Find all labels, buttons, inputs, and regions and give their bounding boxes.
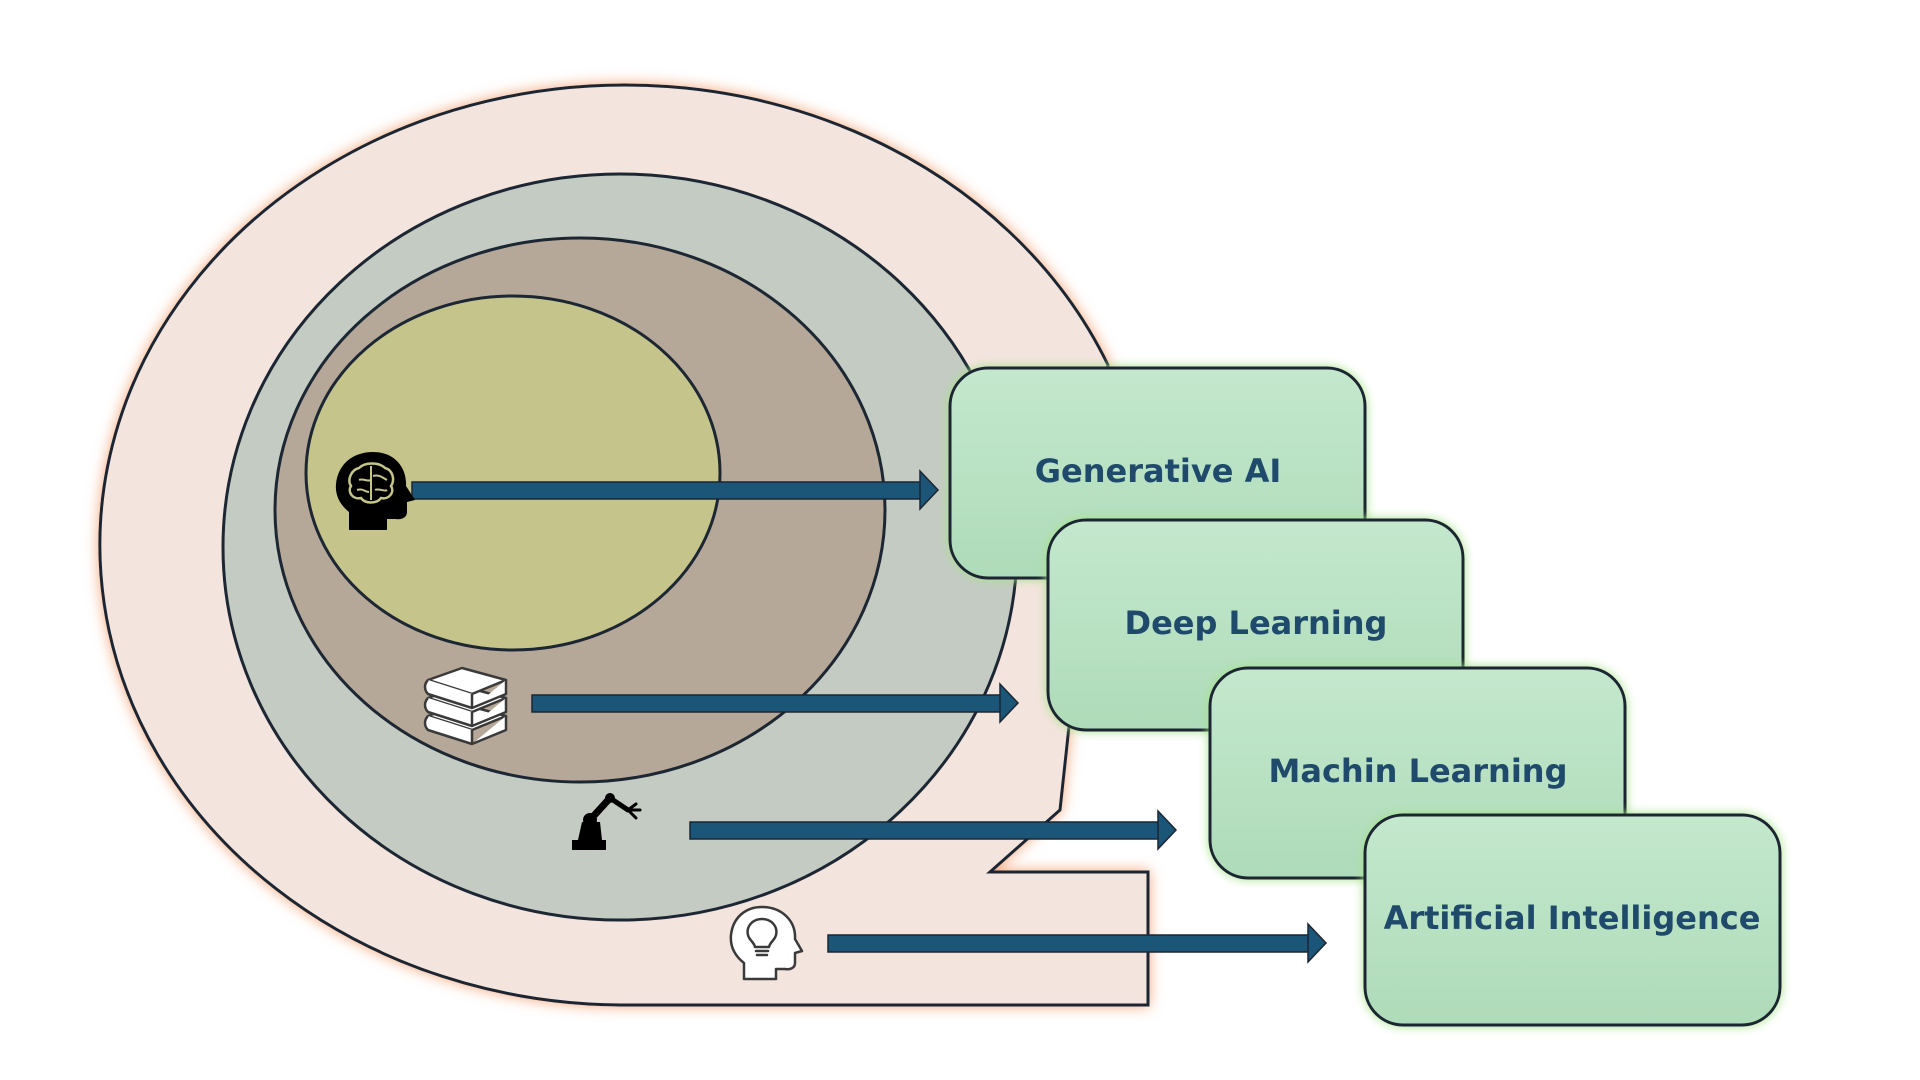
arrow-deep-learning — [531, 682, 1020, 724]
generative-ai-label: Generative AI — [1035, 452, 1281, 490]
deep-learning-label: Deep Learning — [1125, 604, 1388, 642]
books-stack-icon — [423, 666, 508, 746]
artificial-intelligence-label: Artificial Intelligence — [1384, 899, 1761, 937]
artificial-intelligence-box — [1363, 813, 1782, 1027]
robot-arm-icon — [572, 793, 642, 850]
generative-ai-core — [304, 294, 722, 652]
arrow-machine-learning — [689, 809, 1178, 851]
lightbulb-head-icon — [729, 905, 804, 981]
arrow-artificial-intelligence — [827, 922, 1328, 964]
brain-head-icon — [335, 452, 415, 530]
arrow-generative-ai — [411, 469, 940, 511]
machine-learning-label: Machin Learning — [1269, 752, 1568, 790]
